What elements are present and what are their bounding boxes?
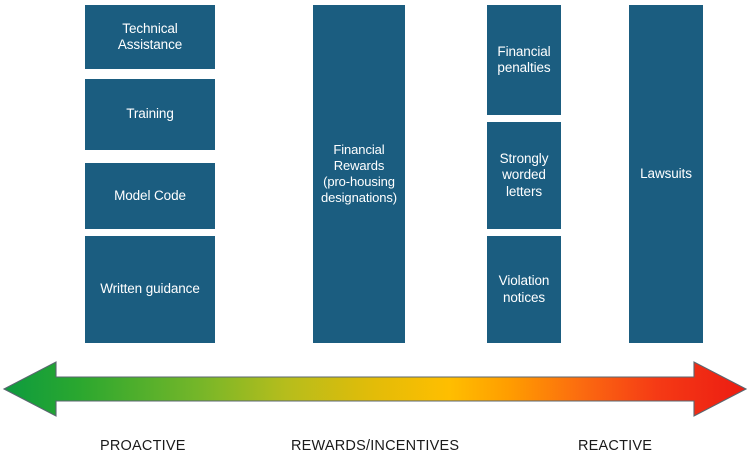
box-training: Training xyxy=(85,79,215,150)
box-line: Assistance xyxy=(117,37,183,52)
axis-label-rewards-incentives: REWARDS/INCENTIVES xyxy=(291,438,460,454)
box-line: penalties xyxy=(497,60,551,75)
box-written-guidance: Written guidance xyxy=(85,236,215,343)
box-line: Lawsuits xyxy=(640,165,692,181)
double-headed-arrow-icon xyxy=(2,361,748,417)
box-strongly-worded-letters: Strongly worded letters xyxy=(487,122,561,229)
box-line: Training xyxy=(126,106,174,122)
box-line: Financial xyxy=(333,142,385,158)
box-line: (pro-housing xyxy=(323,174,395,189)
spectrum-arrow xyxy=(0,358,750,420)
box-line: Strongly xyxy=(499,150,549,166)
box-line: notices xyxy=(502,289,546,305)
box-line: worded xyxy=(502,167,546,183)
box-technical-assistance: Technical Assistance xyxy=(85,5,215,69)
box-financial-rewards: Financial Rewards (pro-housing designati… xyxy=(313,5,405,343)
box-line: Technical xyxy=(122,20,178,36)
box-model-code: Model Code xyxy=(85,163,215,229)
box-line: Model Code xyxy=(114,187,186,203)
box-lawsuits: Lawsuits xyxy=(629,5,703,343)
box-line: Financial xyxy=(497,43,551,59)
box-financial-penalties: Financial penalties xyxy=(487,5,561,115)
arrow-shape xyxy=(2,361,748,417)
box-line: Written guidance xyxy=(100,281,200,297)
box-line: designations) xyxy=(320,189,398,205)
axis-label-proactive: PROACTIVE xyxy=(100,438,186,454)
axis-label-reactive: REACTIVE xyxy=(578,438,653,454)
box-violation-notices: Violation notices xyxy=(487,236,561,343)
box-line: Rewards xyxy=(333,158,385,174)
box-line: Violation xyxy=(498,273,550,289)
box-line: letters xyxy=(505,183,543,199)
